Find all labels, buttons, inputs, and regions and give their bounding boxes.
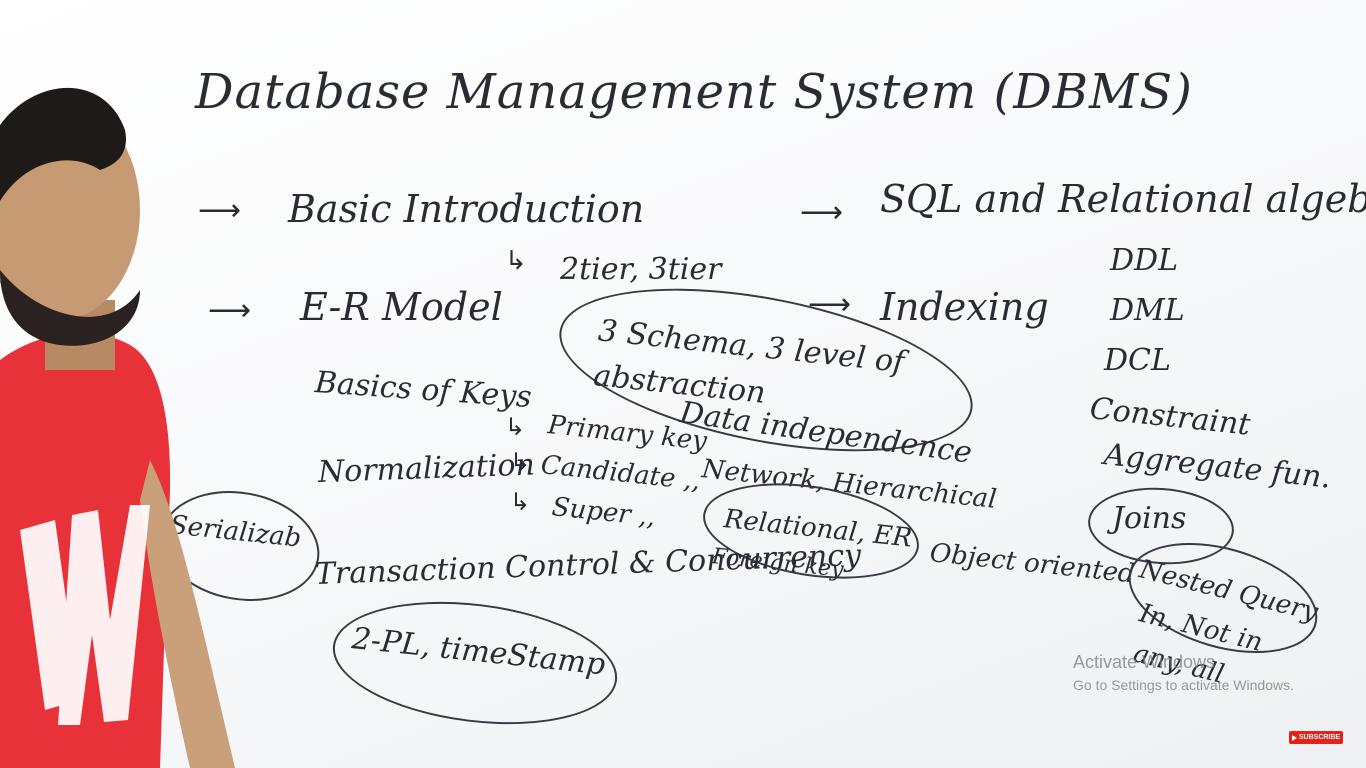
topic-er-model: E-R Model xyxy=(300,285,503,329)
board-title: Database Management System (DBMS) xyxy=(195,64,1193,120)
subscribe-play-icon xyxy=(1291,734,1297,741)
arrow-right-icon: ⟶ xyxy=(208,293,252,328)
arrow-right-icon: ⟶ xyxy=(800,195,844,230)
sql-item-joins: Joins xyxy=(1112,501,1187,536)
arrow-right-icon: ⟶ xyxy=(198,193,242,228)
activate-windows-watermark: Activate Windows Go to Settings to activ… xyxy=(1073,652,1294,693)
presenter-figure xyxy=(0,87,235,768)
subscribe-label: SUBSCRIBE xyxy=(1298,734,1341,741)
topic-sql: SQL and Relational algebra xyxy=(880,177,1366,221)
sql-item-constraint: Constraint xyxy=(1088,391,1252,443)
sql-item-aggregate: Aggregate fun. xyxy=(1102,437,1333,496)
key-super: Super ,, xyxy=(550,492,657,533)
activate-windows-title: Activate Windows xyxy=(1073,652,1216,672)
topic-basic-introduction: Basic Introduction xyxy=(288,187,645,231)
topic-keys: Basics of Keys xyxy=(313,365,533,416)
sql-item-ddl: DDL xyxy=(1110,243,1179,278)
topic-transaction: Transaction Control & Concurrency xyxy=(314,537,862,592)
arrow-hook-icon: ↳ xyxy=(505,246,527,276)
topic-tiers: 2tier, 3tier xyxy=(560,252,722,287)
activate-windows-subtitle: Go to Settings to activate Windows. xyxy=(1073,677,1294,693)
sql-item-dml: DML xyxy=(1110,293,1185,328)
sql-item-dcl: DCL xyxy=(1104,343,1171,378)
topic-normalization: Normalization xyxy=(317,447,536,490)
arrow-hook-icon: ↳ xyxy=(510,448,531,476)
subscribe-button[interactable]: SUBSCRIBE xyxy=(1289,731,1343,744)
topic-indexing: Indexing xyxy=(880,285,1049,329)
arrow-right-icon: ⟶ xyxy=(808,287,852,322)
key-candidate: Candidate ,, xyxy=(539,450,702,497)
arrow-hook-icon: ↳ xyxy=(505,413,526,441)
arrow-hook-icon: ↳ xyxy=(510,488,531,516)
